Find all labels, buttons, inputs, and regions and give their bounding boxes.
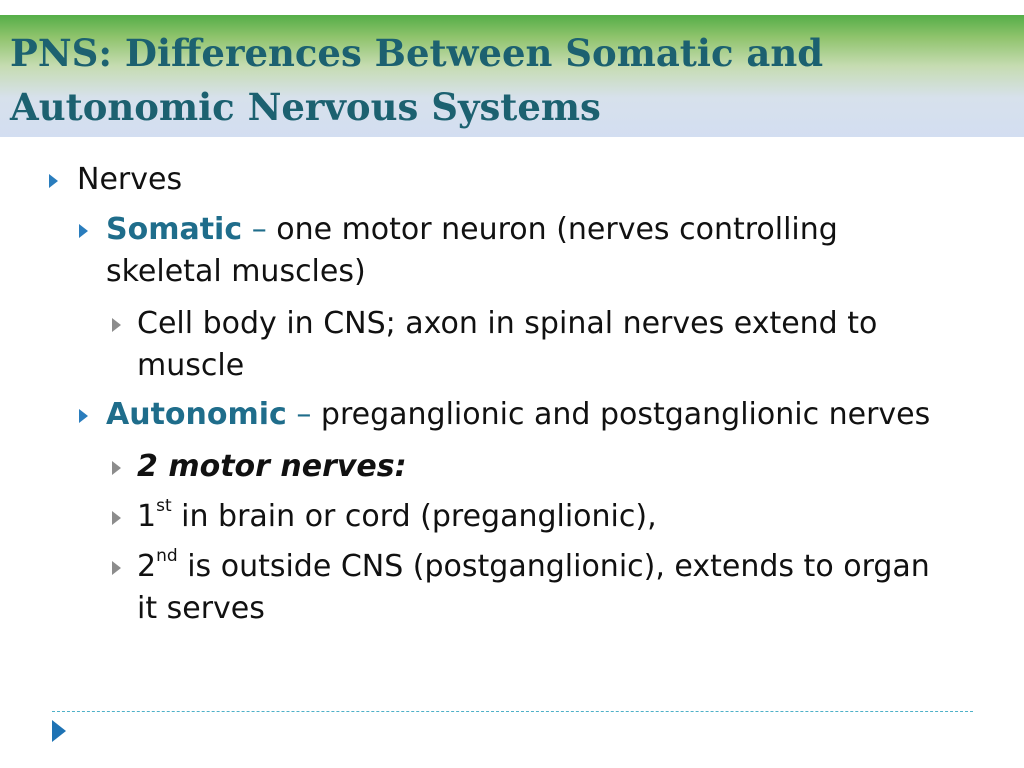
bullet-triangle-icon bbox=[112, 461, 121, 475]
bullet-triangle-icon bbox=[112, 561, 121, 575]
bullet-cell-body-continuation: muscle bbox=[137, 345, 244, 387]
bullet-cell-body: Cell body in CNS; axon in spinal nerves … bbox=[137, 303, 877, 345]
title-line-2: Autonomic Nervous Systems bbox=[10, 85, 601, 129]
bullet-nerves-text: Nerves bbox=[77, 162, 183, 197]
title-band bbox=[0, 15, 1024, 137]
bullet-somatic: Somatic – one motor neuron (nerves contr… bbox=[106, 209, 838, 251]
bullet-first-nerve: 1st in brain or cord (preganglionic), bbox=[137, 496, 657, 538]
slide-title: PNS: Differences Between Somatic and Aut… bbox=[10, 26, 1010, 134]
footer-arrow-icon bbox=[52, 720, 66, 742]
autonomic-term: Autonomic bbox=[106, 397, 287, 432]
bullet-triangle-icon bbox=[79, 224, 88, 238]
somatic-text-line-2: skeletal muscles) bbox=[106, 254, 366, 289]
autonomic-text: preganglionic and postganglionic nerves bbox=[311, 397, 931, 432]
bullet-autonomic: Autonomic – preganglionic and postgangli… bbox=[106, 394, 930, 436]
bullet-second-nerve-continuation: it serves bbox=[137, 588, 265, 630]
bullet-second-nerve: 2nd is outside CNS (postganglionic), ext… bbox=[137, 546, 930, 588]
second-superscript: nd bbox=[156, 546, 178, 566]
second-text-line-1: is outside CNS (postganglionic), extends… bbox=[177, 549, 930, 584]
title-line-1: PNS: Differences Between Somatic and bbox=[10, 31, 824, 75]
footer-divider bbox=[52, 711, 973, 712]
cell-body-line-2: muscle bbox=[137, 348, 245, 383]
second-number: 2 bbox=[137, 549, 157, 584]
two-motor-nerves-text: 2 motor nerves: bbox=[137, 449, 407, 484]
bullet-triangle-icon bbox=[112, 511, 121, 525]
second-text-line-2: it serves bbox=[137, 591, 265, 626]
somatic-dash: – bbox=[251, 212, 267, 247]
bullet-two-motor-nerves: 2 motor nerves: bbox=[137, 446, 407, 488]
bullet-somatic-continuation: skeletal muscles) bbox=[106, 251, 366, 293]
somatic-text-line-1: one motor neuron (nerves controlling bbox=[266, 212, 838, 247]
first-text: in brain or cord (preganglionic), bbox=[171, 499, 657, 534]
cell-body-line-1: Cell body in CNS; axon in spinal nerves … bbox=[137, 306, 878, 341]
autonomic-dash: – bbox=[296, 397, 312, 432]
first-superscript: st bbox=[156, 496, 172, 516]
somatic-term: Somatic bbox=[106, 212, 243, 247]
bullet-triangle-icon bbox=[49, 174, 58, 188]
bullet-triangle-icon bbox=[112, 318, 121, 332]
bullet-triangle-icon bbox=[79, 409, 88, 423]
bullet-nerves: Nerves bbox=[77, 159, 182, 201]
first-number: 1 bbox=[137, 499, 157, 534]
